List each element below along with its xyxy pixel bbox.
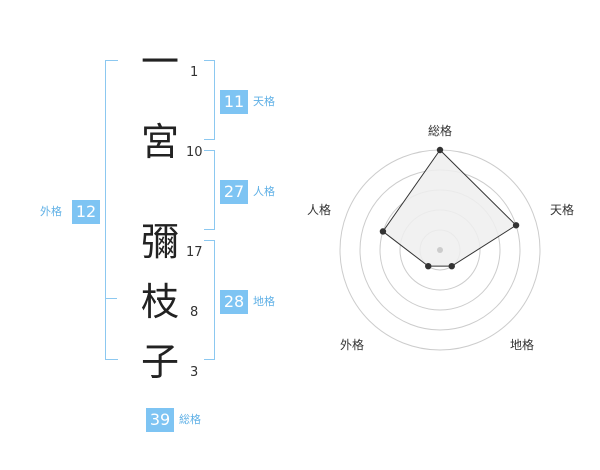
radar-point-1 xyxy=(436,146,444,154)
name-char-3: 彌 xyxy=(140,220,179,264)
stroke-count-1: 1 xyxy=(190,65,199,80)
gaikaku-value: 12 xyxy=(72,200,100,224)
jinkaku-label: 人格 xyxy=(253,185,275,198)
radar-chart xyxy=(339,146,541,351)
tenkaku-bracket xyxy=(204,60,215,140)
radar-polygon xyxy=(382,149,517,267)
soukaku-value: 39 xyxy=(146,408,174,432)
tenkaku-label: 天格 xyxy=(253,95,275,108)
radar-label-soukaku: 総格 xyxy=(428,124,453,138)
stroke-count-3: 17 xyxy=(186,245,203,260)
name-char-4: 枝 xyxy=(140,280,179,324)
radar-label-gaikaku: 外格 xyxy=(340,338,365,352)
jinkaku-bracket xyxy=(204,150,215,230)
gaikaku-label: 外格 xyxy=(40,205,62,218)
radar-point-2 xyxy=(512,222,520,229)
stroke-count-5: 3 xyxy=(190,365,199,380)
name-char-2: 宮 xyxy=(140,120,179,164)
gaikaku-bracket xyxy=(105,60,118,360)
stroke-count-2: 10 xyxy=(186,145,203,160)
radar-label-tenkaku: 天格 xyxy=(550,203,575,217)
chikaku-value: 28 xyxy=(220,290,248,314)
radar-label-jinkaku: 人格 xyxy=(307,203,332,217)
name-char-1: 一 xyxy=(140,40,179,84)
tenkaku-value: 11 xyxy=(220,90,248,114)
radar-point-3 xyxy=(448,262,455,270)
name-char-5: 子 xyxy=(140,340,179,384)
stroke-count-4: 8 xyxy=(190,305,199,320)
radar-point-5 xyxy=(379,228,387,235)
chikaku-bracket xyxy=(204,240,215,360)
radar-center-dot xyxy=(437,247,443,253)
chikaku-label: 地格 xyxy=(253,295,275,308)
radar-label-chikaku: 地格 xyxy=(510,338,535,352)
soukaku-label: 総格 xyxy=(179,413,201,426)
radar-point-4 xyxy=(425,262,432,270)
gaikaku-bracket-divider xyxy=(105,298,117,299)
jinkaku-value: 27 xyxy=(220,180,248,204)
